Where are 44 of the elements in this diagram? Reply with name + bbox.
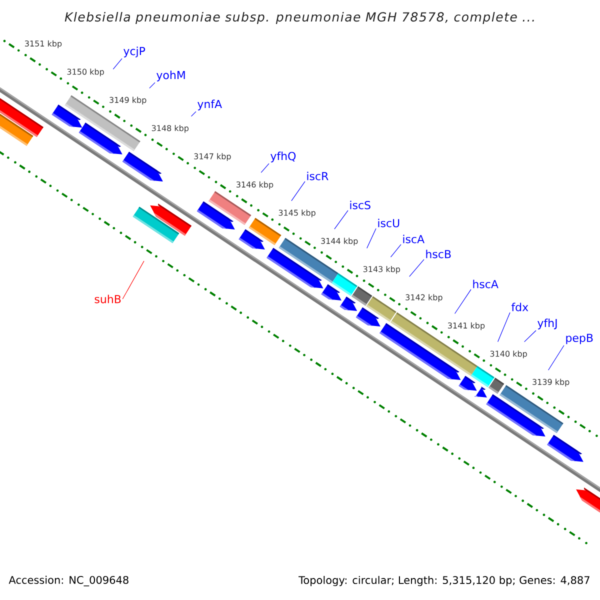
gene-label: iscA bbox=[403, 234, 424, 244]
scale-label: 3148 kbp bbox=[152, 124, 189, 133]
leader-line bbox=[524, 330, 536, 342]
leader-line bbox=[334, 210, 348, 230]
scale-label: 3143 kbp bbox=[363, 266, 400, 274]
leader-line bbox=[122, 260, 144, 300]
leader-line bbox=[454, 289, 472, 314]
gene-label: yfhQ bbox=[270, 152, 296, 162]
scale-label: 3141 kbp bbox=[448, 322, 485, 330]
gene-label: fdx bbox=[511, 302, 528, 312]
scale-label: 3142 kbp bbox=[406, 294, 442, 302]
leader-line bbox=[260, 163, 270, 173]
scale-label: 3140 kbp bbox=[490, 350, 527, 358]
scale-label: 3145 kbp bbox=[278, 210, 316, 218]
gene-label: yfhJ bbox=[538, 318, 557, 330]
gene-label: pepB bbox=[566, 334, 593, 344]
gene-label: iscR bbox=[307, 172, 328, 180]
scale-label: 3144 kbp bbox=[321, 238, 358, 246]
leader-line bbox=[548, 345, 564, 370]
leader-line bbox=[190, 111, 196, 117]
scale-label: 3149 kbp bbox=[110, 96, 146, 104]
scale-label: 3146 kbp bbox=[236, 181, 274, 190]
gene-label: ynfA bbox=[198, 100, 222, 110]
accession-text: Accession: NC_009648 bbox=[8, 576, 128, 586]
gene-label: hscA bbox=[473, 280, 498, 288]
gene-label: iscS bbox=[350, 200, 370, 210]
scale-label: 3139 kbp bbox=[532, 378, 570, 386]
gene-label: yohM bbox=[156, 70, 185, 82]
scale-label: 3151 kbp bbox=[25, 40, 62, 48]
leader-line bbox=[498, 312, 510, 342]
leader-line bbox=[112, 58, 122, 70]
leader-line bbox=[390, 244, 402, 258]
gene-label: iscU bbox=[378, 218, 400, 228]
title: Klebsiella pneumoniae subsp. pneumoniae MGH 78578, complete ... bbox=[64, 12, 534, 24]
leader-line bbox=[409, 259, 424, 277]
gene-label: hscB bbox=[426, 250, 451, 258]
scale-label: 3147 kbp bbox=[194, 153, 231, 161]
genome-info-text: Topology: circular; Length: 5,315,120 bp; Genes: 4,887 bbox=[298, 576, 590, 586]
gene-label: ycjP bbox=[124, 46, 146, 58]
gene-label: suhB bbox=[94, 294, 121, 304]
scale-label: 3150 kbp bbox=[67, 68, 104, 76]
leader-line bbox=[149, 82, 156, 88]
leader-line bbox=[291, 181, 306, 202]
leader-line bbox=[366, 228, 376, 248]
